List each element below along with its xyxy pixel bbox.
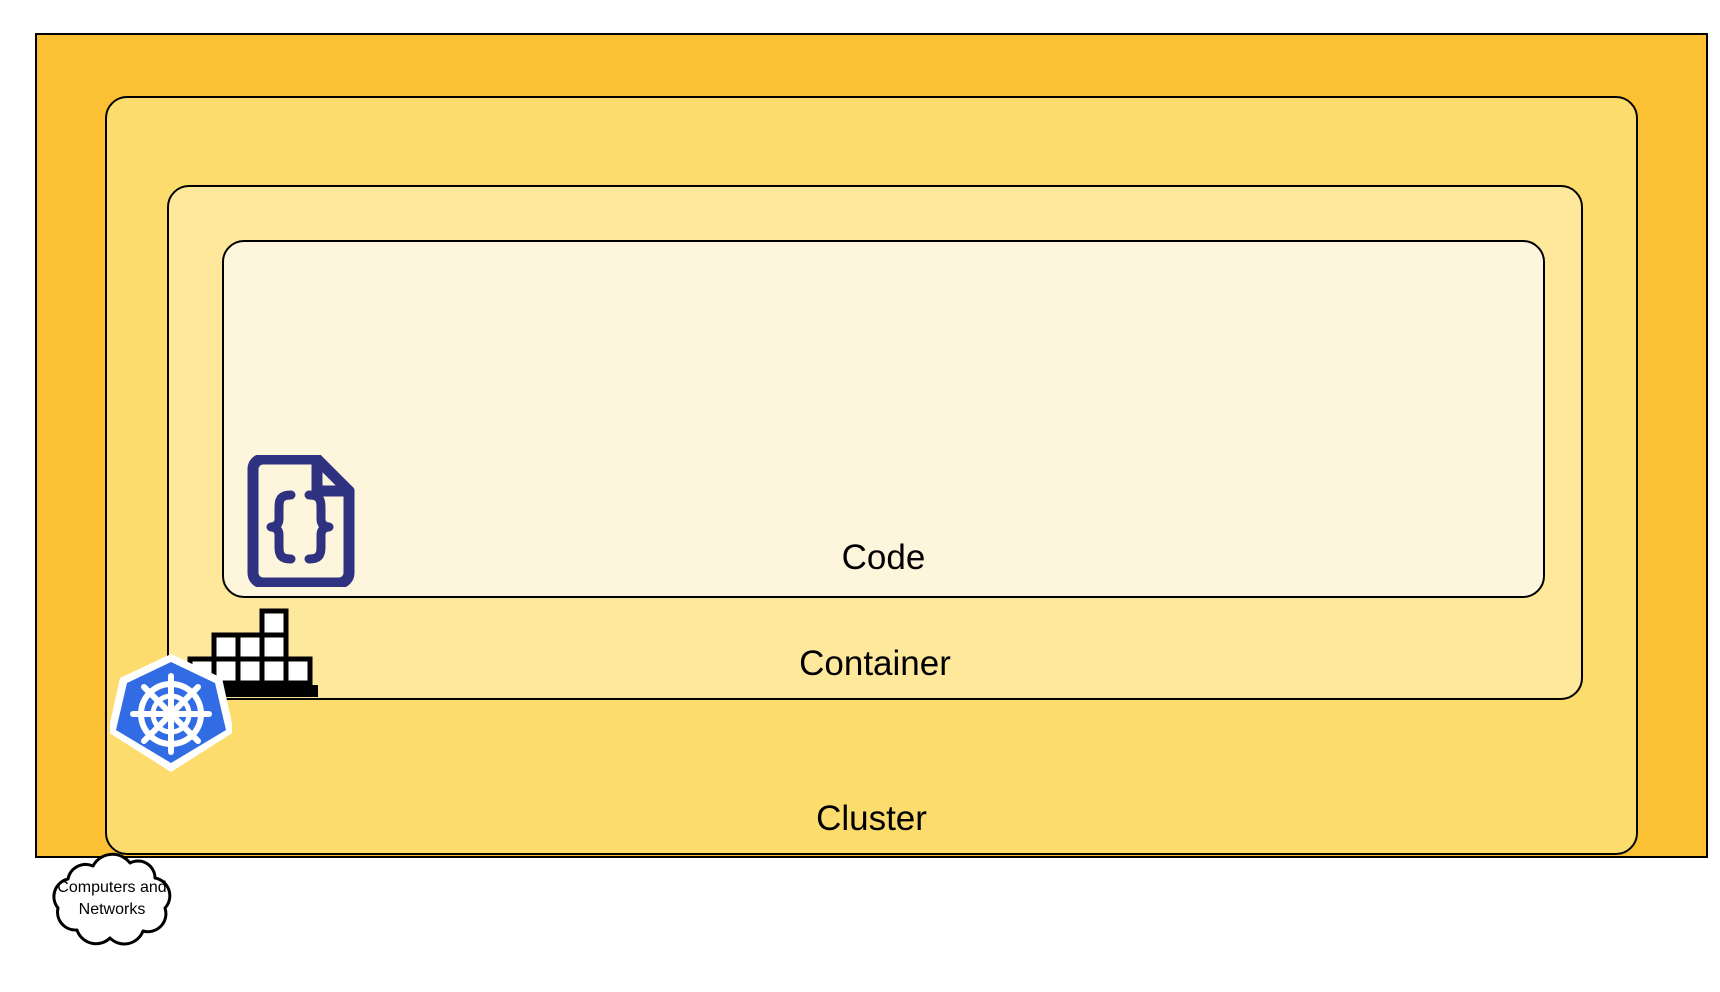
layer-code-label: Code	[841, 537, 926, 577]
layer-cluster-label: Cluster	[816, 798, 927, 838]
json-document-icon	[243, 453, 359, 589]
cloud-callout-computers-networks[interactable]: Computers and Networks	[32, 845, 192, 953]
layer-container-label: Container	[799, 643, 951, 683]
layer-code[interactable]: Code	[222, 240, 1545, 598]
kubernetes-logo-icon	[108, 652, 234, 774]
